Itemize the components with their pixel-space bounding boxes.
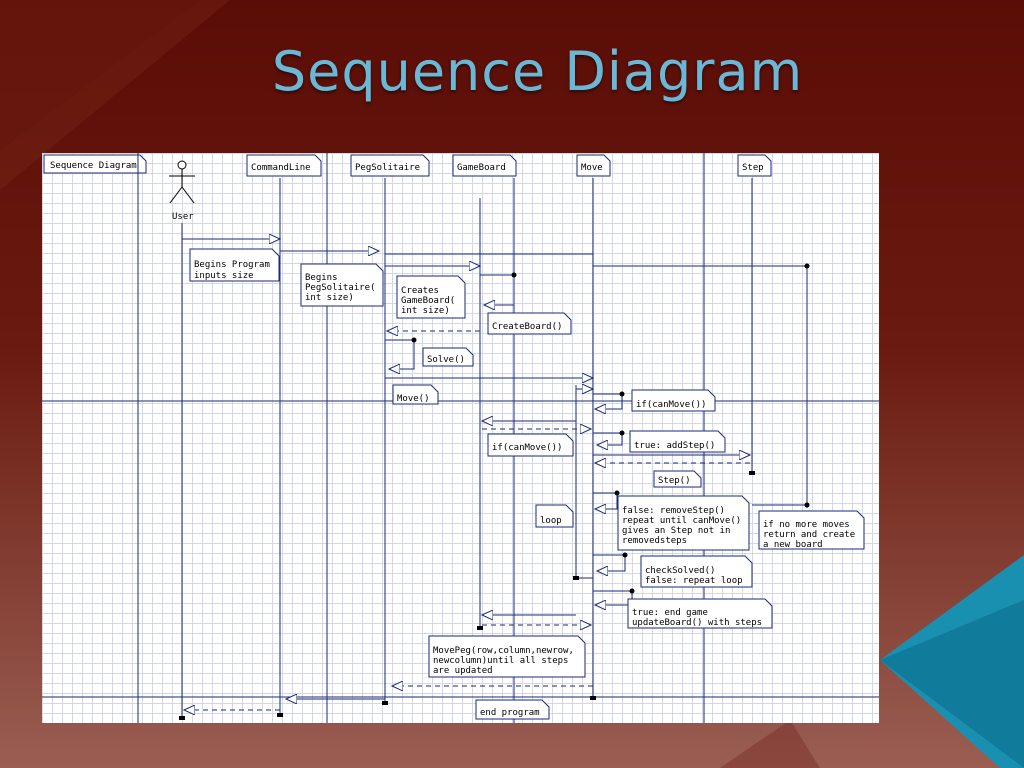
svg-text:checkSolved()false: repeat loo: checkSolved()false: repeat loop bbox=[645, 566, 743, 586]
participant-label: GameBoard bbox=[457, 163, 506, 173]
note-step: Step() bbox=[653, 470, 702, 488]
user-actor: User bbox=[169, 160, 195, 222]
participant-pegsolitaire: PegSolitaire bbox=[350, 154, 430, 177]
sequence-diagram: Sequence Diagram User CommandLine PegSol… bbox=[42, 153, 879, 723]
note-check-solved: checkSolved()false: repeat loop bbox=[640, 555, 753, 588]
svg-text:Move(): Move() bbox=[397, 394, 430, 404]
note-solve: Solve() bbox=[422, 347, 474, 367]
svg-text:end program: end program bbox=[480, 708, 540, 718]
participant-label: PegSolitaire bbox=[355, 163, 420, 173]
note-move: Move() bbox=[392, 384, 439, 405]
svg-text:Step(): Step() bbox=[658, 476, 691, 486]
note-if-canmove-move: if(canMove()) bbox=[631, 389, 716, 412]
note-move-peg: MovePeg(row,column,newrow,newcolumn)unti… bbox=[428, 635, 586, 678]
slide-title: Sequence Diagram bbox=[271, 40, 804, 103]
svg-text:false: removeStep()repeat unti: false: removeStep()repeat until canMove(… bbox=[622, 506, 741, 546]
participant-commandline: CommandLine bbox=[246, 154, 322, 177]
frame-tag: Sequence Diagram bbox=[43, 154, 147, 174]
terminators bbox=[179, 263, 810, 720]
participant-step: Step bbox=[737, 154, 772, 177]
svg-text:CreateBoard(): CreateBoard() bbox=[492, 322, 562, 332]
svg-text:if(canMove()): if(canMove()) bbox=[492, 443, 562, 453]
svg-text:Solve(): Solve() bbox=[427, 355, 465, 365]
note-remove-step: false: removeStep()repeat until canMove(… bbox=[617, 495, 750, 551]
participant-label: CommandLine bbox=[251, 163, 311, 173]
user-label: User bbox=[172, 212, 194, 222]
diagram-panel: Sequence Diagram User CommandLine PegSol… bbox=[42, 153, 879, 723]
note-end-program: end program bbox=[475, 699, 550, 720]
participant-move: Move bbox=[576, 154, 611, 177]
messages bbox=[182, 239, 808, 710]
svg-text:true: addStep(): true: addStep() bbox=[634, 441, 715, 451]
note-if-canmove-board: if(canMove()) bbox=[487, 433, 574, 457]
svg-text:MovePeg(row,column,newrow,newc: MovePeg(row,column,newrow,newcolumn)unti… bbox=[433, 646, 574, 676]
frame-label: Sequence Diagram bbox=[50, 161, 137, 171]
svg-text:if(canMove()): if(canMove()) bbox=[636, 400, 706, 410]
note-add-step: true: addStep() bbox=[629, 430, 726, 453]
participant-label: Step bbox=[742, 163, 764, 173]
svg-text:loop: loop bbox=[540, 516, 562, 526]
note-loop: loop bbox=[535, 504, 574, 528]
participant-gameboard: GameBoard bbox=[452, 154, 517, 177]
participant-label: Move bbox=[581, 163, 603, 173]
note-createboard: CreateBoard() bbox=[487, 312, 572, 335]
